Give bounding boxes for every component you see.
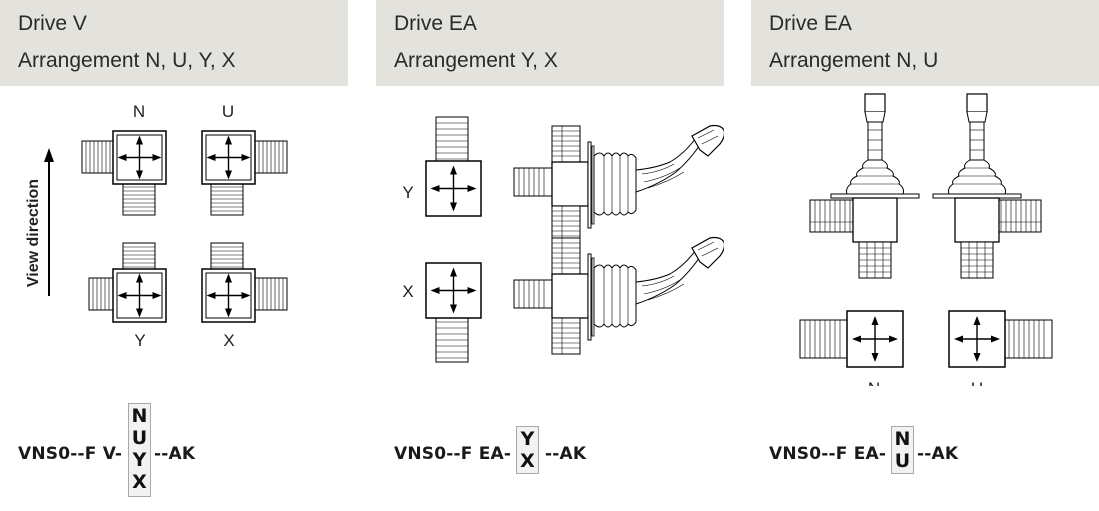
code-option: U [131,427,148,449]
arrangement-x-icon [201,242,288,323]
code-option: N [894,428,911,450]
diagram-label-u: U [971,379,983,386]
diagram-label-u: U [222,102,234,121]
code-option: X [520,450,535,472]
view-direction-label: View direction [25,179,42,287]
diagram-label-x: X [402,282,413,301]
code-option: Y [132,449,147,471]
code-options-box: Y X [516,426,539,474]
code-prefix: VNS0--F EA- [769,444,887,464]
joystick-side-view-icon [513,236,724,355]
order-code: VNS0--F V- [18,444,122,464]
drive-ea-yx-diagram: Y X [402,116,724,363]
order-code: VNS0--F EA- [394,444,511,464]
panel-subtitle: Arrangement N, U, Y, X [18,49,236,72]
diagram-label-n: N [133,102,145,121]
diagram-label-x: X [223,331,234,350]
joystick-side-view-icon [513,124,724,243]
code-suffix: --AK [917,444,959,464]
drive-v-diagram: N U Y X View direction [25,102,288,350]
code-option: U [894,450,911,472]
panel-subtitle: Arrangement N, U [769,49,939,72]
code-prefix: VNS0--F EA- [394,444,512,464]
code-option: X [132,471,147,493]
panel-subtitle: Arrangement Y, X [394,49,558,72]
panel-header: Drive V Arrangement N, U, Y, X [0,0,348,86]
code-prefix: VNS0--F V- [18,444,123,464]
code-options-box: N U Y X [128,403,151,497]
arrangement-x-top-icon [425,262,482,363]
view-direction-arrow-icon [44,148,54,296]
order-code: VNS0--F EA- [769,444,886,464]
joystick-front-view-u-icon [932,93,1042,279]
code-suffix: --AK [545,444,587,464]
arrangement-y-icon [88,242,167,323]
panel-title: Drive V [18,12,87,35]
panel-title: Drive EA [769,12,852,35]
arrangement-n-top-icon [799,310,904,368]
panel-header: Drive EA Arrangement Y, X [376,0,724,86]
panel-header: Drive EA Arrangement N, U [751,0,1099,86]
panel-title: Drive EA [394,12,477,35]
diagram-label-y: Y [134,331,145,350]
arrangement-u-top-icon [948,310,1053,368]
code-options-box: N U [891,426,914,474]
drive-ea-nu-diagram: N U [799,93,1053,386]
diagram-label-n: N [868,379,880,386]
code-option: Y [520,428,535,450]
diagram-label-y: Y [402,183,413,202]
code-option: N [131,405,148,427]
arrangement-y-top-icon [425,116,482,217]
arrangement-u-icon [201,130,288,216]
code-suffix: --AK [154,444,196,464]
joystick-front-view-n-icon [809,93,920,279]
arrangement-n-icon [81,130,167,216]
